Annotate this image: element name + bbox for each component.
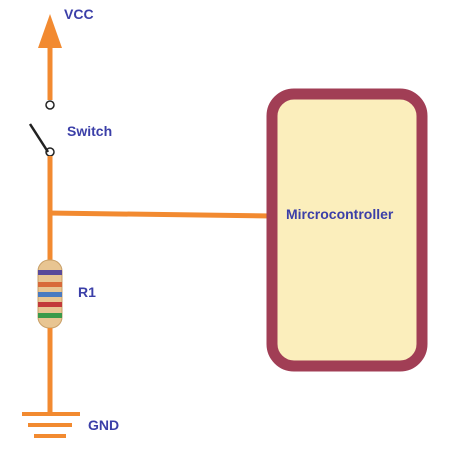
wire-to-microcontroller [47, 210, 273, 219]
microcontroller-label: Mircrocontroller [286, 206, 394, 222]
ground-symbol [22, 412, 80, 438]
switch-label: Switch [67, 123, 112, 139]
switch-symbol [28, 100, 55, 157]
resistor-label: R1 [78, 284, 96, 300]
resistor-r1 [37, 259, 63, 329]
vcc-arrow [38, 14, 62, 48]
vcc-label: VCC [64, 6, 94, 22]
gnd-label: GND [88, 417, 119, 433]
microcontroller-box [266, 88, 428, 372]
